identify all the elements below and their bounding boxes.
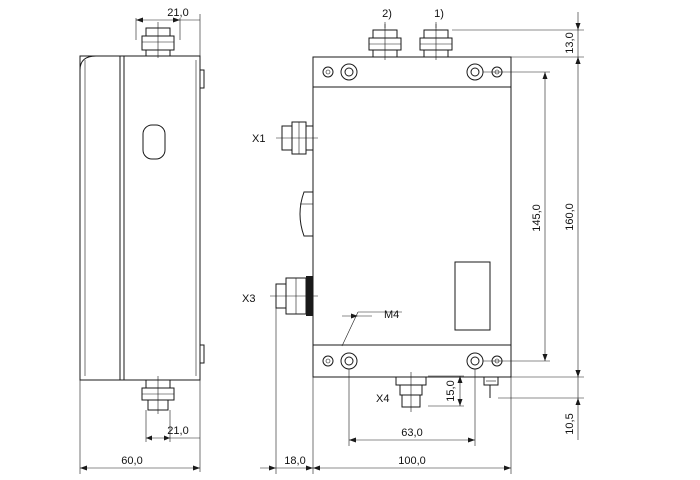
side-housing-corner-top: [79, 55, 97, 71]
dim-label-13: 13,0: [564, 32, 576, 53]
side-bottom-connector: [141, 376, 175, 414]
front-top-connector-1: [419, 24, 453, 60]
dim-label-63: 63,0: [401, 427, 422, 439]
side-hinge-top: [199, 69, 205, 89]
dim-label-18: 18,0: [284, 455, 305, 467]
label-x1: X1: [252, 133, 265, 145]
dim-label-side-bottom: 21,0: [167, 425, 188, 437]
connector-x4: [395, 372, 427, 412]
label-top-connector-1: 1): [434, 8, 444, 20]
dim-hole-spacing-horizontal: 63,0: [348, 369, 476, 446]
side-view: 21,0 21,0 60,0: [79, 7, 205, 474]
dim-vertical-right: 13,0 145,0 160,0 10,5: [452, 12, 584, 440]
side-window-slot: [142, 124, 166, 160]
connector-x3: [270, 276, 318, 316]
dim-bottom-connector-height: 15,0: [428, 375, 464, 407]
dim-label-side-top: 21,0: [167, 7, 188, 19]
callout-m4: M4: [341, 309, 402, 347]
side-top-connector: [141, 22, 175, 58]
mount-holes: [322, 63, 503, 370]
dim-label-10-5: 10,5: [564, 413, 576, 434]
side-cap: [299, 191, 313, 237]
front-top-connector-2: [368, 24, 402, 60]
display-window: [454, 261, 491, 331]
dim-label-145: 145,0: [531, 204, 543, 232]
dim-side-depth: 60,0: [79, 380, 200, 474]
label-m4: M4: [384, 309, 399, 321]
label-top-connector-2: 2): [382, 8, 392, 20]
dim-label-160: 160,0: [564, 203, 576, 231]
dim-label-15: 15,0: [445, 380, 457, 401]
side-hinge-bottom: [199, 344, 205, 364]
label-x3: X3: [242, 293, 255, 305]
dim-side-top-connector: 21,0: [135, 7, 201, 56]
label-x4: X4: [376, 393, 389, 405]
front-top-flange: [312, 56, 512, 88]
dim-front-width: 18,0 100,0: [260, 308, 512, 474]
side-housing-outline: [79, 55, 201, 381]
front-bottom-flange: [312, 344, 512, 378]
front-body: [312, 86, 512, 346]
ground-terminal: [483, 376, 499, 398]
front-view: 2) 1) X1 X3 M4: [242, 8, 584, 474]
dim-label-100: 100,0: [398, 455, 426, 467]
dim-side-bottom-connector: 21,0: [145, 380, 201, 472]
dim-label-side-depth: 60,0: [121, 455, 142, 467]
connector-x1: [276, 121, 318, 155]
